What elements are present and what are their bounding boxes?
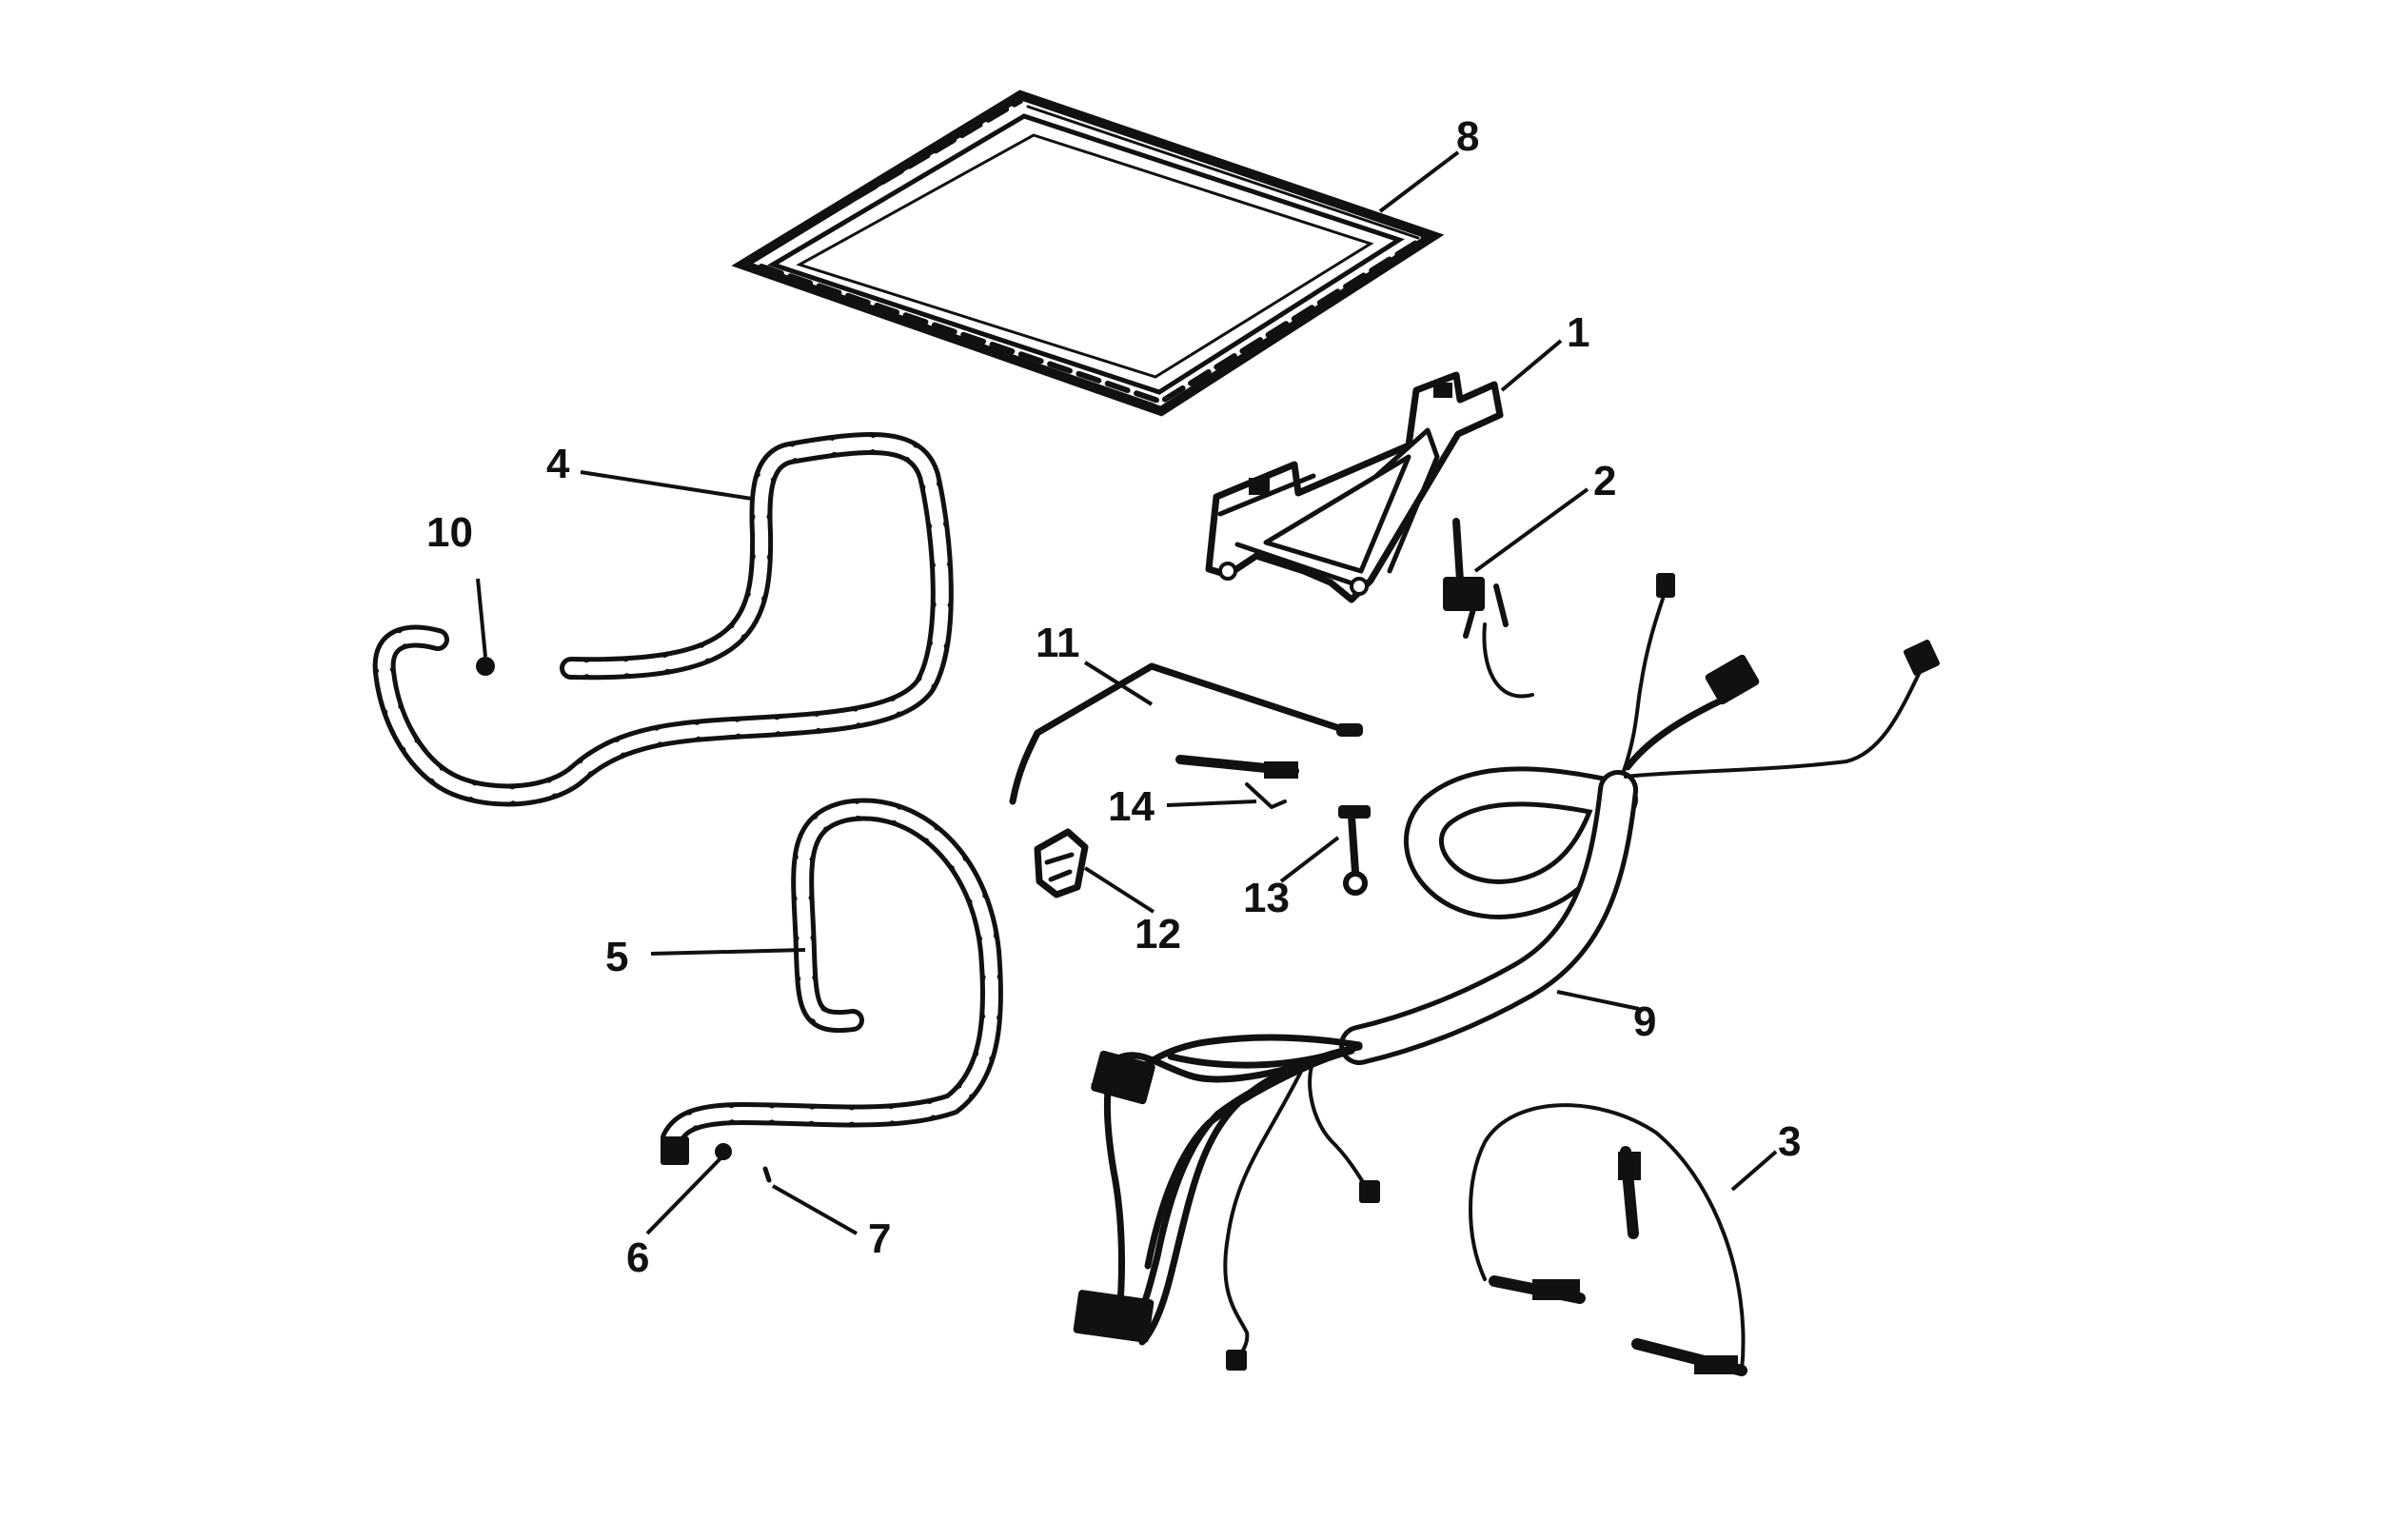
callout-1: 1 [1567, 309, 1589, 356]
callout-9: 9 [1633, 998, 1656, 1045]
part-9-wire-harness [1073, 573, 1940, 1371]
part-5-tube [661, 798, 1003, 1150]
callout-labels: 8 1 2 3 4 10 5 6 7 9 11 12 13 14 [426, 113, 1801, 1281]
callout-7: 7 [868, 1215, 891, 1262]
callout-13: 13 [1243, 875, 1290, 921]
part-8-door-frame [731, 89, 1445, 417]
callout-2: 2 [1593, 458, 1616, 504]
callout-8: 8 [1456, 113, 1479, 160]
part-10-plug [476, 657, 495, 676]
part-11-rod [1009, 662, 1363, 805]
callout-5: 5 [605, 934, 628, 980]
callout-4: 4 [546, 441, 570, 487]
callout-11: 11 [1036, 620, 1080, 666]
callout-3: 3 [1778, 1118, 1801, 1165]
part-3-sub-harness [1469, 1103, 1747, 1376]
part-12-clip [1034, 828, 1089, 898]
part-7-pin [762, 1166, 772, 1183]
part-13-latch [1338, 805, 1371, 896]
part-1-mounting-bracket [1205, 371, 1504, 603]
callout-14: 14 [1108, 783, 1155, 830]
leader-lines [476, 150, 1778, 1235]
part-4-tube [372, 432, 954, 807]
part-14-terminal-strip [1175, 755, 1299, 809]
part-2-door-switch [1443, 518, 1534, 699]
part-6-connector [661, 1136, 732, 1165]
callout-12: 12 [1135, 911, 1181, 957]
callout-6: 6 [626, 1234, 649, 1281]
callout-10: 10 [426, 509, 473, 556]
